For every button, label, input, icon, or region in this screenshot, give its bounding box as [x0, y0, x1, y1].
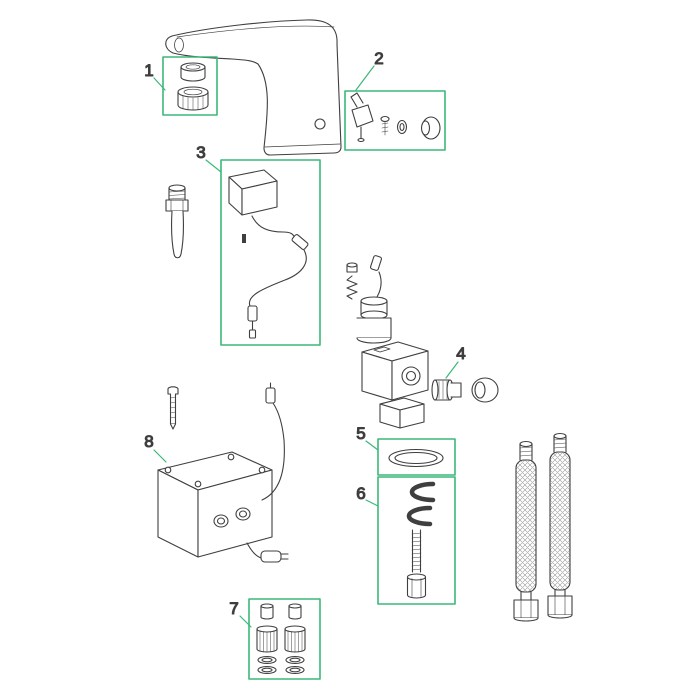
braided-hose-body — [549, 451, 571, 591]
solenoid-wire — [376, 271, 382, 298]
solenoid-coil — [360, 296, 388, 306]
callout-label-8: 8 — [144, 432, 153, 451]
valve-plunger — [346, 262, 358, 268]
wall-anchor-screw — [167, 386, 179, 430]
callout-box-5 — [377, 438, 456, 476]
callout-label-1: 1 — [144, 61, 153, 80]
control-box — [157, 382, 289, 563]
callout-box-7 — [248, 598, 321, 680]
outlet-fitting — [431, 377, 499, 403]
hose-nut — [513, 599, 539, 619]
box-cable-connector — [265, 387, 276, 404]
valve-spring — [346, 275, 358, 300]
lid-screw-2 — [227, 453, 235, 461]
power-plug — [260, 550, 282, 563]
solenoid-valve-assembly — [346, 255, 429, 429]
callout-label-4: 4 — [456, 344, 465, 363]
solenoid-connector — [370, 255, 382, 271]
faucet-body — [165, 19, 342, 156]
leader-line-6 — [365, 499, 379, 507]
callout-box-3 — [220, 159, 321, 346]
leader-line-3 — [205, 159, 222, 173]
lid-screw-4 — [194, 480, 202, 488]
cable-segment-1 — [251, 215, 296, 239]
leader-line-2 — [355, 65, 375, 91]
faucet-seam-line — [176, 25, 335, 38]
leader-line-4 — [445, 361, 459, 379]
spout-outlet — [174, 37, 184, 53]
plug-prongs — [280, 553, 289, 560]
fork-washer-2 — [406, 505, 433, 527]
cable-connector-2 — [247, 305, 258, 322]
callout-label-7: 7 — [229, 599, 238, 618]
callout-label-6: 6 — [356, 484, 365, 503]
kit-lever — [350, 92, 364, 108]
leader-line-8 — [153, 449, 167, 463]
lid-screw-1 — [164, 466, 172, 474]
cable-plug-tip — [248, 329, 257, 339]
braided-hose-body — [515, 459, 537, 593]
base-gasket — [388, 448, 444, 468]
flex-hose-right — [547, 432, 573, 619]
callout-label-2: 2 — [374, 49, 383, 68]
callout-label-5: 5 — [356, 424, 365, 443]
hex-nut — [406, 573, 427, 599]
sensor-window — [314, 118, 326, 130]
check-valve-pair — [256, 603, 306, 675]
flex-hose-left — [513, 440, 539, 622]
cable-segment-2 — [248, 249, 307, 307]
inlet-pipe — [165, 184, 189, 259]
callout-label-3: 3 — [196, 143, 205, 162]
aerator-assembly — [177, 62, 209, 111]
mounting-hardware — [406, 481, 436, 599]
faucet-base-line — [264, 143, 341, 148]
sensor-service-kit — [350, 92, 441, 143]
leader-line-5 — [365, 440, 379, 451]
fork-washer-1 — [409, 481, 436, 503]
lid-screw-3 — [258, 466, 266, 474]
cable-connector-1 — [291, 234, 309, 250]
hose-nut — [547, 595, 573, 616]
power-cord — [246, 542, 262, 559]
callout-box-2 — [344, 90, 446, 151]
box-cable — [261, 402, 285, 501]
callout-box-1 — [162, 56, 218, 116]
cable-ferrite — [242, 234, 246, 243]
electronics-module — [228, 169, 309, 339]
callout-box-6 — [377, 476, 456, 605]
